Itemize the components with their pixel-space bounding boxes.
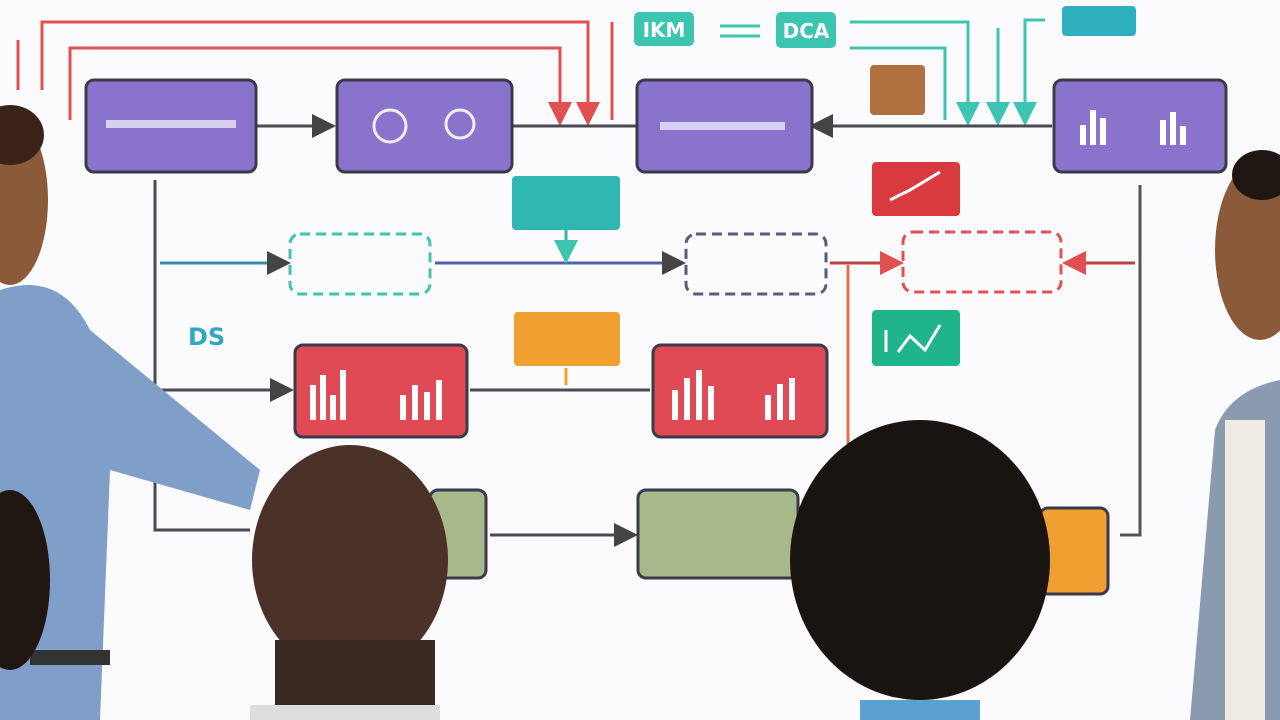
presenter-right xyxy=(1190,150,1280,720)
teal-icon-box xyxy=(512,176,620,230)
audience-left-edge xyxy=(0,490,50,670)
tag-dca-text: DCA xyxy=(783,19,830,43)
green-box-2 xyxy=(636,488,800,580)
presenter-left xyxy=(0,105,260,720)
brown-icon-box xyxy=(870,65,925,115)
mid-arrows xyxy=(160,230,1135,450)
tag-ikm: IKM xyxy=(634,12,694,46)
dashed-box-3 xyxy=(901,230,1063,294)
dashed-box-1 xyxy=(288,232,432,296)
purple-box-2 xyxy=(335,78,514,174)
audience-member-2 xyxy=(790,420,1050,720)
red-trend-box xyxy=(872,162,960,216)
purple-box-1 xyxy=(84,78,258,174)
dashed-box-2 xyxy=(684,232,828,296)
audience-member-1 xyxy=(250,445,448,720)
feedback-arrows xyxy=(16,20,614,126)
purple-box-3 xyxy=(635,78,814,174)
orange-icon-box xyxy=(514,312,620,366)
red-chart-box-2 xyxy=(651,343,829,439)
teal-connectors xyxy=(720,18,1045,126)
purple-box-4 xyxy=(1052,78,1228,174)
red-chart-box-1 xyxy=(293,343,469,439)
flow-lines xyxy=(153,114,1142,547)
tag-dca: DCA xyxy=(776,12,836,48)
orange-box xyxy=(1038,506,1110,596)
green-chart-box xyxy=(872,310,960,366)
tag-ikm-text: IKM xyxy=(643,18,686,42)
ds-label: DS xyxy=(188,323,225,351)
label-box xyxy=(1062,6,1136,36)
